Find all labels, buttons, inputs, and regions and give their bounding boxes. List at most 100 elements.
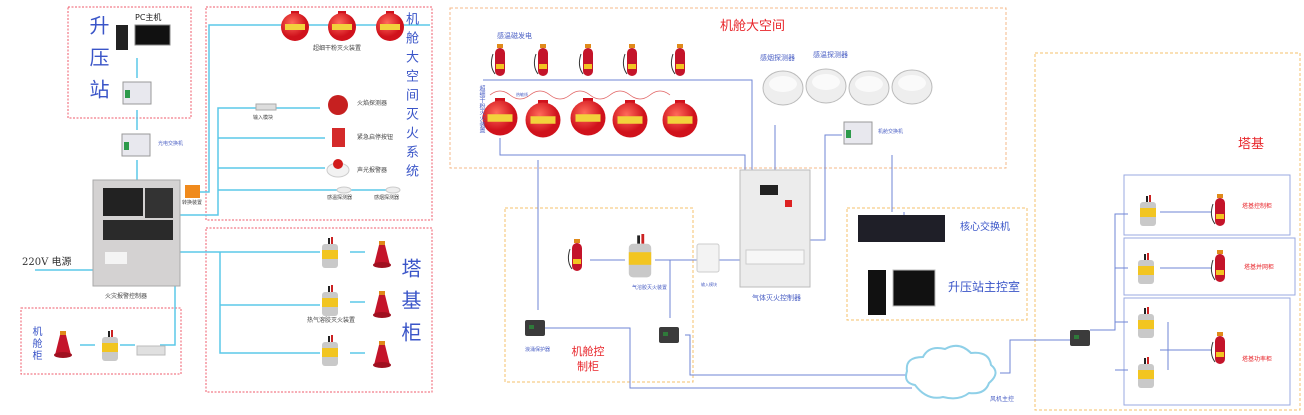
- tank-icon: [376, 11, 404, 41]
- cabinet-label: 塔基并网柜: [1244, 264, 1275, 271]
- cabinet-label: 塔基功率柜: [1242, 356, 1273, 363]
- alarm-light-icon: [333, 159, 343, 169]
- pc-tower-icon: [868, 270, 886, 315]
- pc-label: PC主机: [135, 13, 162, 22]
- thermal-generator-icon: [1210, 249, 1226, 283]
- booster-station-title: 升压站: [86, 15, 110, 111]
- tower-power-cabinet-box: [1123, 297, 1291, 406]
- surge-protector-label: 浪涌保护器: [525, 347, 551, 353]
- thermal-wire-label: 热敏线: [516, 92, 528, 97]
- cabinet-label: 塔基控制柜: [1242, 203, 1273, 210]
- control-room-title: 升压站主控室: [948, 280, 1021, 294]
- tank-icon: [281, 11, 309, 41]
- nacelle-switch-icon: [843, 121, 873, 145]
- thermal-generator-icon: [533, 43, 549, 77]
- nacelle-cabinet-box: [20, 307, 182, 375]
- cloud-icon: [905, 344, 997, 400]
- converter-label: 光电交换机: [158, 141, 184, 147]
- tower-base-box: [1034, 52, 1301, 411]
- conversion-module-icon: [185, 185, 200, 198]
- cloud-label: 风机主控: [990, 396, 1015, 403]
- tower-control-cabinet-box: [1123, 174, 1291, 236]
- module-icon: [136, 345, 166, 356]
- tank-icon: [525, 100, 561, 138]
- thermal-generator-label: 感温磁发电: [497, 32, 532, 40]
- tank-icon: [328, 11, 356, 41]
- pc-tower-icon: [116, 25, 128, 50]
- nacelle-space-system-box: [205, 6, 433, 221]
- thermal-starter-icon: [373, 241, 391, 268]
- input-module-icon: [255, 103, 277, 111]
- thermal-starter-icon: [373, 341, 391, 368]
- power-label: 220V 电源: [22, 257, 72, 268]
- thermal-generator-icon: [1210, 331, 1226, 365]
- core-switch-icon: [858, 215, 945, 242]
- input-module-label: 输入模块: [253, 115, 274, 121]
- aerosol-device-icon: [1140, 195, 1156, 226]
- surge-protector-icon: [1070, 330, 1090, 346]
- right-wiring: [483, 79, 1212, 389]
- heat-detector-icon: [891, 69, 933, 105]
- aerosol-device-icon: [1138, 357, 1154, 388]
- alarm-label: 声光报警器: [357, 167, 388, 174]
- left-wiring: [35, 24, 430, 354]
- fire-alarm-controller: [92, 179, 181, 287]
- surge-protector-icon: [525, 320, 545, 336]
- tank-icon: [482, 98, 518, 136]
- tank-icon: [662, 100, 698, 138]
- tanks-label: 超细干粉灭火装置: [313, 45, 362, 52]
- smoke-detector-icon: [385, 186, 401, 194]
- aerosol-device-icon: [322, 285, 338, 316]
- input-module-label: 输入模块: [701, 282, 717, 287]
- monitor-icon: [134, 24, 171, 46]
- thermal-generator-icon: [1210, 193, 1226, 227]
- core-switch-label: 核心交换机: [960, 222, 1010, 233]
- nacelle-space-title: 机舱大空间: [720, 19, 786, 34]
- heat-detector-icon: [336, 186, 352, 194]
- tower-base-title: 塔基: [1238, 137, 1265, 152]
- aerosol-device-icon: [1138, 253, 1154, 284]
- aerosol-device-icon: [322, 335, 338, 366]
- smoke-detector-label: 感烟探测器: [760, 54, 795, 62]
- thermal-generator-icon: [670, 43, 686, 77]
- nacelle-control-cabinet-title: 机舱控制柜: [571, 345, 605, 373]
- aerosol-device-icon: [102, 330, 118, 361]
- aerosol-device-icon: [322, 237, 338, 268]
- nacelle-switch-label: 机舱交换机: [878, 129, 904, 135]
- aerosol-device-icon: [628, 234, 652, 278]
- smoke-detector-label: 感烟探测器: [374, 195, 400, 201]
- monitor-icon: [892, 269, 936, 307]
- heat-detector-label: 感温探测器: [327, 195, 353, 201]
- fiber-converter-icon: [122, 81, 152, 105]
- fiber-converter-icon: [121, 133, 151, 157]
- thermal-generator-icon: [490, 43, 506, 77]
- thermal-generator-icon: [567, 238, 583, 272]
- thermal-generator-icon: [578, 43, 594, 77]
- tanks-label: 超细干粉灭火装置: [478, 85, 485, 133]
- aerosol-device-icon: [1138, 307, 1154, 338]
- thermal-wire: [489, 90, 671, 100]
- aerosol-label: 气溶胶灭火装置: [632, 285, 668, 291]
- thermal-starter-icon: [373, 291, 391, 318]
- nacelle-cabinet-title: 机舱柜: [30, 326, 41, 362]
- tower-cabinet-title: 塔基柜: [398, 258, 422, 354]
- emergency-button-icon: [332, 128, 345, 147]
- gas-controller-label: 气体灭火控制器: [752, 294, 801, 302]
- surge-protector-icon: [659, 327, 679, 343]
- thermal-starter-icon: [54, 331, 72, 358]
- nacelle-space-system-title: 机舱大空间灭火系统: [403, 12, 418, 183]
- tower-grid-cabinet-box: [1123, 237, 1296, 296]
- input-module-icon: [696, 243, 720, 273]
- emergency-button-label: 紧急启停按钮: [357, 134, 394, 141]
- booster-station-box: [67, 6, 192, 119]
- aerosol-device-label: 热气溶胶灭火装置: [307, 317, 356, 324]
- tower-cabinet-box: [205, 227, 433, 393]
- heat-detector-icon: [805, 68, 847, 104]
- thermal-generator-icon: [622, 43, 638, 77]
- smoke-detector-icon: [762, 70, 804, 106]
- alarm-controller-label: 火灾报警控制器: [105, 293, 148, 300]
- tank-icon: [570, 98, 606, 136]
- module-label: 转换装置: [182, 200, 203, 206]
